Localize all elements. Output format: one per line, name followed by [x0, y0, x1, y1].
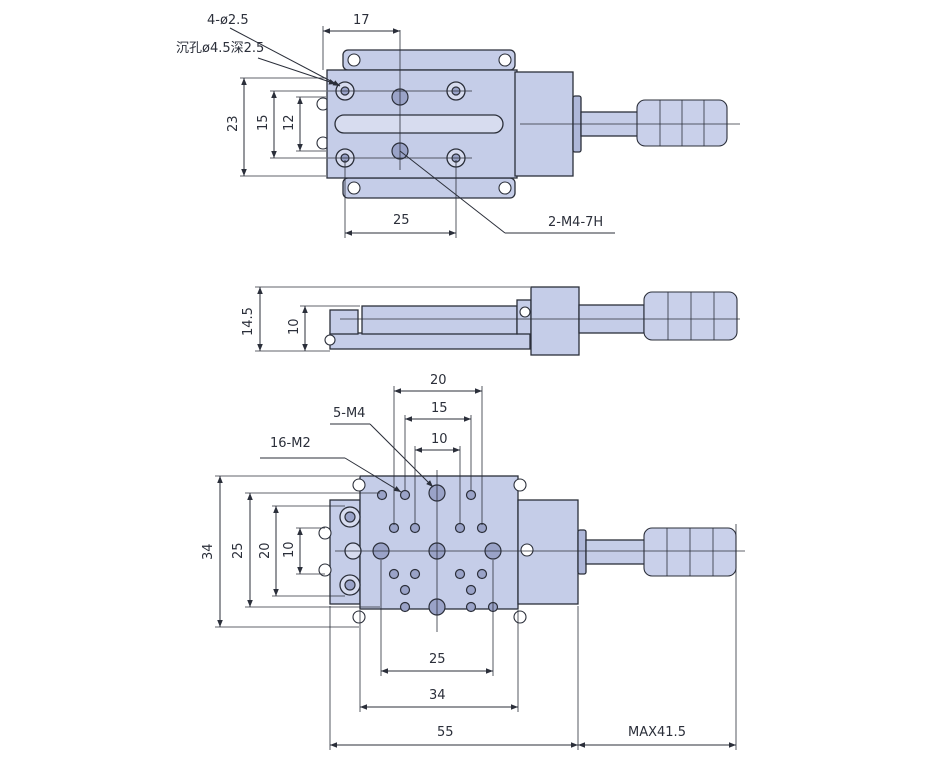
bottom-shaft: [585, 539, 647, 565]
callout-m4-label: 5-M4: [333, 406, 365, 421]
side-screw-icon: [318, 526, 332, 540]
dim-top-15-label: 15: [431, 401, 448, 416]
top-view: 17 23 15 12 25 4-ø2.5 沉孔ø4.5深2.5 2-M4-7H: [176, 13, 740, 238]
m2-hole-icon: [409, 568, 421, 580]
m2-hole-icon: [465, 601, 477, 613]
dim-15-label: 15: [256, 114, 271, 131]
corner-screw-icon: [352, 478, 366, 492]
callout-m2-label: 16-M2: [270, 436, 311, 451]
top-rail-lower: [342, 177, 516, 199]
dim-17-label: 17: [353, 13, 370, 28]
m2-hole-icon: [454, 522, 466, 534]
side-base: [329, 332, 531, 350]
bottom-collar: [577, 529, 587, 575]
side-screw-icon: [324, 334, 336, 346]
slot: [334, 114, 504, 134]
side-left-block: [329, 309, 359, 335]
callout-counterbore-label: 沉孔ø4.5深2.5: [176, 41, 264, 56]
rail-screw-icon: [347, 181, 361, 195]
m2-hole-icon: [409, 522, 421, 534]
dim-14-5-label: 14.5: [241, 307, 256, 336]
m2-hole-icon: [388, 568, 400, 580]
corner-screw-icon: [513, 610, 527, 624]
corner-screw-icon: [352, 610, 366, 624]
side-screw-icon: [519, 306, 531, 318]
rail-screw-icon: [347, 53, 361, 67]
m2-hole-icon: [399, 489, 411, 501]
dim-25-label: 25: [393, 213, 410, 228]
callout-holes-label: 4-ø2.5: [207, 13, 249, 28]
side-screw-icon: [318, 563, 332, 577]
dim-12-label: 12: [282, 114, 297, 131]
m2-hole-icon: [454, 568, 466, 580]
dim-10-label: 10: [287, 318, 302, 335]
corner-screw-icon: [513, 478, 527, 492]
dim-23-label: 23: [226, 115, 241, 132]
side-screw-icon: [520, 543, 534, 557]
side-view: 14.5 10: [241, 286, 740, 356]
dim-bottom-34-label: 34: [429, 688, 446, 703]
bottom-view: 20 15 10 5-M4 16-M2 34 25 20 10: [201, 373, 745, 750]
top-rail-upper: [342, 49, 516, 71]
dim-max-label: MAX41.5: [628, 725, 686, 740]
dim-left-10-label: 10: [282, 541, 297, 558]
side-housing: [530, 286, 580, 356]
m2-hole-icon: [376, 489, 388, 501]
rail-screw-icon: [498, 181, 512, 195]
dim-left-34-label: 34: [201, 543, 216, 560]
side-carriage: [361, 305, 518, 335]
dim-left-20-label: 20: [258, 542, 273, 559]
dim-bottom-55-label: 55: [437, 725, 454, 740]
callout-thread-label: 2-M4-7H: [548, 215, 603, 230]
dim-left-25-label: 25: [231, 542, 246, 559]
m2-hole-icon: [465, 584, 477, 596]
dim-top-20-label: 20: [430, 373, 447, 388]
dim-bottom-25-label: 25: [429, 652, 446, 667]
dim-top-10-label: 10: [431, 432, 448, 447]
m2-hole-icon: [399, 584, 411, 596]
m2-hole-icon: [399, 601, 411, 613]
rail-screw-icon: [498, 53, 512, 67]
m2-hole-icon: [465, 489, 477, 501]
side-knob: [643, 291, 738, 341]
m2-hole-icon: [476, 568, 488, 580]
